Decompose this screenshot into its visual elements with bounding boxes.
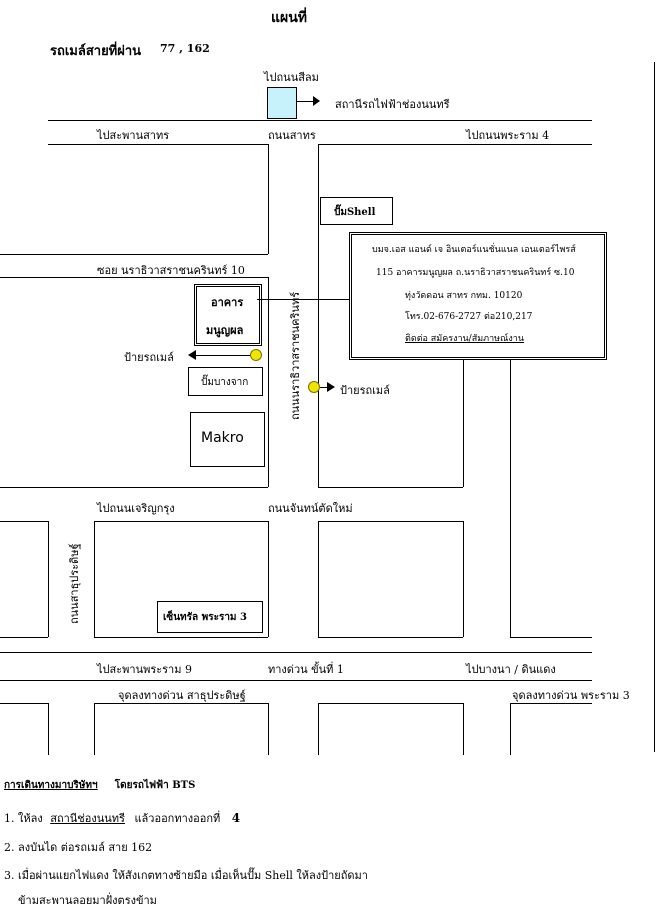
direction-step-3-line2: ข้ามสะพานลอยมาฝั่งตรงข้าม <box>18 894 157 907</box>
building-label-line1: อาคาร <box>211 296 244 309</box>
bus-stop-left-label: ป้ายรถเมล์ <box>124 351 174 364</box>
bottom-block-a-right <box>48 703 49 755</box>
bottom-block-b-top <box>94 703 268 704</box>
bottom-block-d-left <box>510 703 511 755</box>
bus-stop-left-sign-icon <box>250 349 262 361</box>
company-contact: ติดต่อ สมัครงาน/สัมภาษณ์งาน <box>405 334 525 344</box>
narathiwat-left-edge-lower <box>268 277 269 487</box>
bangchak-pump-box: ปั๊มบางจาก <box>188 367 263 396</box>
central-rama3-box: เซ็นทรัล พระราม 3 <box>157 601 263 633</box>
sathorn-bridge-label: ไปสะพานสาทร <box>97 129 170 142</box>
bottom-block-a-top <box>0 703 48 704</box>
direction-step-2: 2. ลงบันได ต่อรถเมล์ สาย 162 <box>4 841 153 854</box>
company-phone: โทร.02-676-2727 ต่อ210,217 <box>405 312 533 322</box>
step1-prefix: 1. ให้ลง <box>4 812 43 825</box>
chan-road-label: ถนนจันทน์ตัดใหม่ <box>268 502 353 515</box>
bts-arrow-head-icon <box>313 96 320 106</box>
building-label-line2: มนูญผล <box>206 324 244 337</box>
road-edge-far-right <box>510 360 511 637</box>
company-address1: 115 อาคารมนูญผล ถ.นราธิวาสราชนครินทร์ ซ.… <box>376 268 575 278</box>
bus-lines-numbers: 77 , 162 <box>160 42 210 55</box>
bus-stop-left-arrow-head-icon <box>188 350 196 360</box>
bangna-label: ไปบางนา / ดินแดง <box>466 663 556 676</box>
manoonphol-building: อาคาร มนูญผล <box>194 284 262 346</box>
soi10-top-edge <box>0 254 268 255</box>
bottom-block-d-top <box>510 703 592 704</box>
bus-stop-right-arrow-line <box>320 387 328 388</box>
bottom-block-c-right <box>463 703 464 755</box>
block-c-left-edge <box>318 521 319 637</box>
bottom-block-b-right <box>268 703 269 755</box>
rama9-bridge-label: ไปสะพานพระราม 9 <box>97 663 192 676</box>
bts-station-label: สถานีรถไฟฟ้าช่องนนทรี <box>335 98 450 111</box>
block-a-right-edge <box>48 521 49 637</box>
step1-mid: แล้วออกทางออกที่ <box>134 812 221 825</box>
directions-heading: การเดินทางมาบริษัทฯ <box>4 780 98 791</box>
sathorn-road-bottom-edge-right <box>318 144 592 145</box>
block-a-bottom-edge <box>0 637 48 638</box>
company-info-box: บมจ.เอส แอนด์ เจ อินเตอร์แนชั่นแนล เอนเต… <box>349 232 607 360</box>
directions-heading-sub: โดยรถไฟฟ้า BTS <box>114 780 196 791</box>
block-c-right-edge <box>463 521 464 637</box>
bts-arrow-line <box>297 101 316 102</box>
soi10-label: ซอย นราธิวาสราชนครินทร์ 10 <box>97 264 245 277</box>
expressway-label: ทางด่วน ขั้นที่ 1 <box>268 663 344 676</box>
bottom-block-c-left <box>318 703 319 755</box>
bus-stop-right-sign-icon <box>308 381 320 393</box>
narathiwat-left-edge-upper <box>268 144 269 254</box>
sathorn-road-bottom-edge-left <box>48 144 268 145</box>
block-b-right-edge <box>268 521 269 637</box>
block-b-left-edge <box>94 521 95 637</box>
chan-road-bottom-edge-c <box>318 521 463 522</box>
company-address2: ทุ่งวัดดอน สาทร กทม. 10120 <box>405 291 523 301</box>
direction-step-3-line1: 3. เมื่อผ่านแยกไฟแดง ให้สังเกตทางซ้ายมือ… <box>4 869 368 882</box>
chan-road-top-edge-right <box>318 487 463 488</box>
direction-step-1: 1. ให้ลง สถานีช่องนนทรี แล้วออกทางออกที่… <box>4 809 240 827</box>
directions-heading-row: การเดินทางมาบริษัทฯ โดยรถไฟฟ้า BTS <box>4 778 195 793</box>
sathorn-road-label: ถนนสาทร <box>268 129 316 142</box>
shell-pump-label: ปั๊มShell <box>334 207 376 218</box>
bus-lines-label: รถเมล์สายที่ผ่าน <box>50 44 142 59</box>
road-edge-mid-right <box>463 360 464 487</box>
sathupradit-exit-label: จุดลงทางด่วน สาธุประดิษฐ์ <box>118 689 246 702</box>
bts-station-marker <box>267 87 297 119</box>
block-d-bottom-edge <box>510 637 592 638</box>
block-c-bottom-edge <box>318 637 463 638</box>
narathiwat-right-edge <box>318 144 319 487</box>
chan-road-top-edge-left <box>0 487 268 488</box>
shell-pump-box: ปั๊มShell <box>320 197 393 225</box>
sathorn-road-top-edge <box>48 120 592 121</box>
silom-road-label: ไปถนนสีลม <box>264 71 319 84</box>
rama3-exit-label: จุดลงทางด่วน พระราม 3 <box>512 689 630 702</box>
bus-stop-left-arrow-line <box>196 355 250 356</box>
chan-road-bottom-edge-b <box>94 521 268 522</box>
bottom-block-c-top <box>318 703 463 704</box>
bus-stop-right-label: ป้ายรถเมล์ <box>340 384 390 397</box>
expressway-bottom-edge <box>0 680 592 681</box>
company-name: บมจ.เอส แอนด์ เจ อินเตอร์แนชั่นแนล เอนเต… <box>372 245 576 255</box>
page-title: แผนที่ <box>271 10 308 26</box>
bangchak-pump-label: ปั๊มบางจาก <box>201 377 249 388</box>
expressway-top-edge <box>0 652 592 653</box>
central-rama3-label: เซ็นทรัล พระราม 3 <box>163 612 247 623</box>
sathupradit-road-label: ถนนสาธุประดิษฐ์ <box>68 543 81 624</box>
charoenkrung-label: ไปถนนเจริญกรุง <box>97 502 175 515</box>
block-b-bottom-edge <box>94 637 268 638</box>
building-arrow-line <box>257 299 362 300</box>
soi10-bottom-edge <box>0 277 268 278</box>
chan-road-bottom-edge-a <box>0 521 48 522</box>
bottom-block-b-left <box>94 703 95 755</box>
map-border-right <box>654 62 655 752</box>
bus-stop-right-arrow-head-icon <box>327 382 335 392</box>
makro-label: Makro <box>201 430 244 446</box>
rama4-road-label: ไปถนนพระราม 4 <box>466 129 550 142</box>
step1-exit-number: 4 <box>231 811 241 825</box>
narathiwat-road-label: ถนนนราธิวาสราชนครินทร์ <box>289 291 302 420</box>
step1-station: สถานีช่องนนทรี <box>50 812 125 825</box>
makro-box: Makro <box>190 412 265 467</box>
